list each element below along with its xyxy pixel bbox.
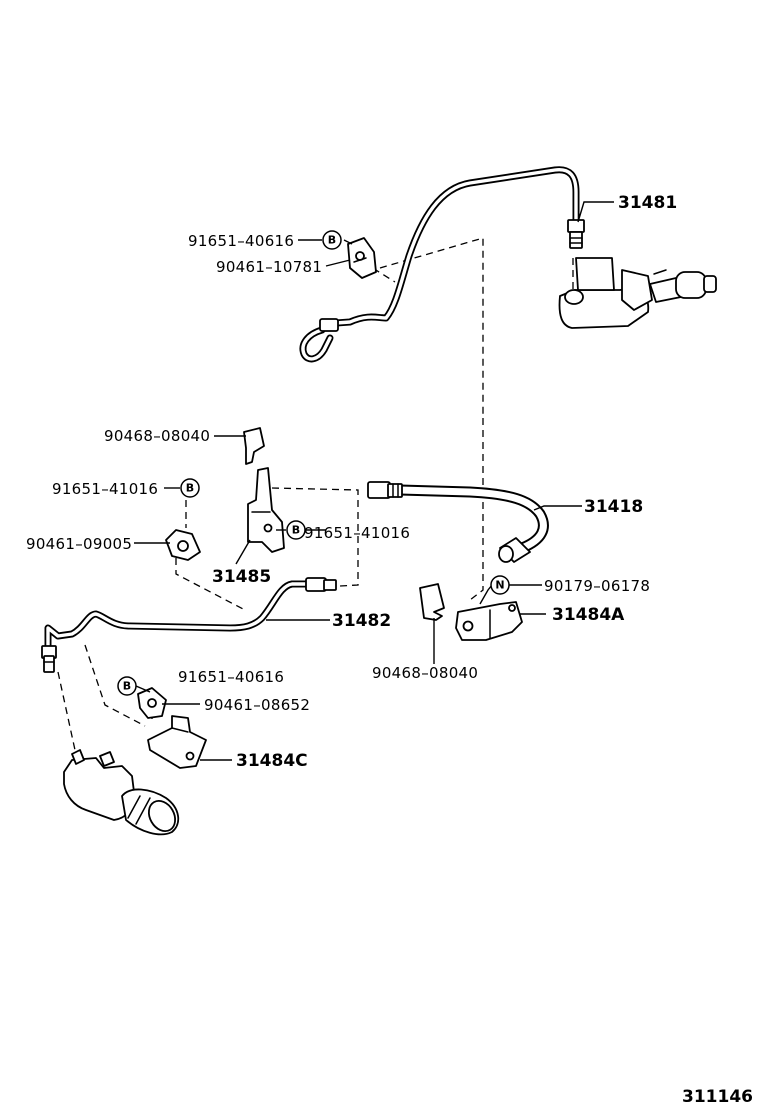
label-90461-09005: 90461–09005 [26,535,132,553]
label-90461-10781: 90461–10781 [216,258,322,276]
clutch-master-cylinder-illustration [558,257,717,329]
label-91651-40616-bottom: 91651–40616 [178,668,284,686]
clamp-90461-09005 [165,529,201,561]
clamp-90461-08652 [137,687,167,719]
clip-90468-08040-upper [243,427,265,465]
marker-nut: N [490,575,510,595]
clutch-release-cylinder-illustration [63,749,180,836]
clamp-90461-10781 [347,237,377,279]
marker-bolt-mid: B [286,520,306,540]
svg-text:B: B [123,680,131,693]
svg-text:B: B [292,524,300,537]
label-91651-41016-mid: 91651–41016 [304,524,410,542]
marker-bolt-bottom: B [117,676,137,696]
pipe-31482 [41,577,337,673]
label-31484A: 31484A [552,605,625,625]
marker-bolt-top: B [322,230,342,250]
svg-text:B: B [186,482,194,495]
svg-text:B: B [328,234,336,247]
pipe-31481 [299,166,585,363]
label-31482: 31482 [332,611,391,631]
label-31481: 31481 [618,193,677,213]
bracket-31484C [147,715,207,769]
label-31484C: 31484C [236,751,308,771]
label-31418: 31418 [584,497,643,517]
svg-text:N: N [495,579,504,592]
bracket-31485 [247,467,285,553]
label-90468-08040-bottom: 90468–08040 [372,664,478,682]
leader-lines [134,201,614,761]
clip-90468-08040-lower [419,583,445,621]
label-90468-08040-top: 90468–08040 [104,427,210,445]
hose-31418 [367,481,549,563]
label-31485: 31485 [212,567,271,587]
marker-bolt-left: B [180,478,200,498]
illustration-number: 311146 [682,1087,753,1107]
label-91651-40616-top: 91651–40616 [188,232,294,250]
bracket-31484A [455,601,523,641]
label-91651-41016-left: 91651–41016 [52,480,158,498]
label-90461-08652: 90461–08652 [204,696,310,714]
label-90179-06178: 90179–06178 [544,577,650,595]
